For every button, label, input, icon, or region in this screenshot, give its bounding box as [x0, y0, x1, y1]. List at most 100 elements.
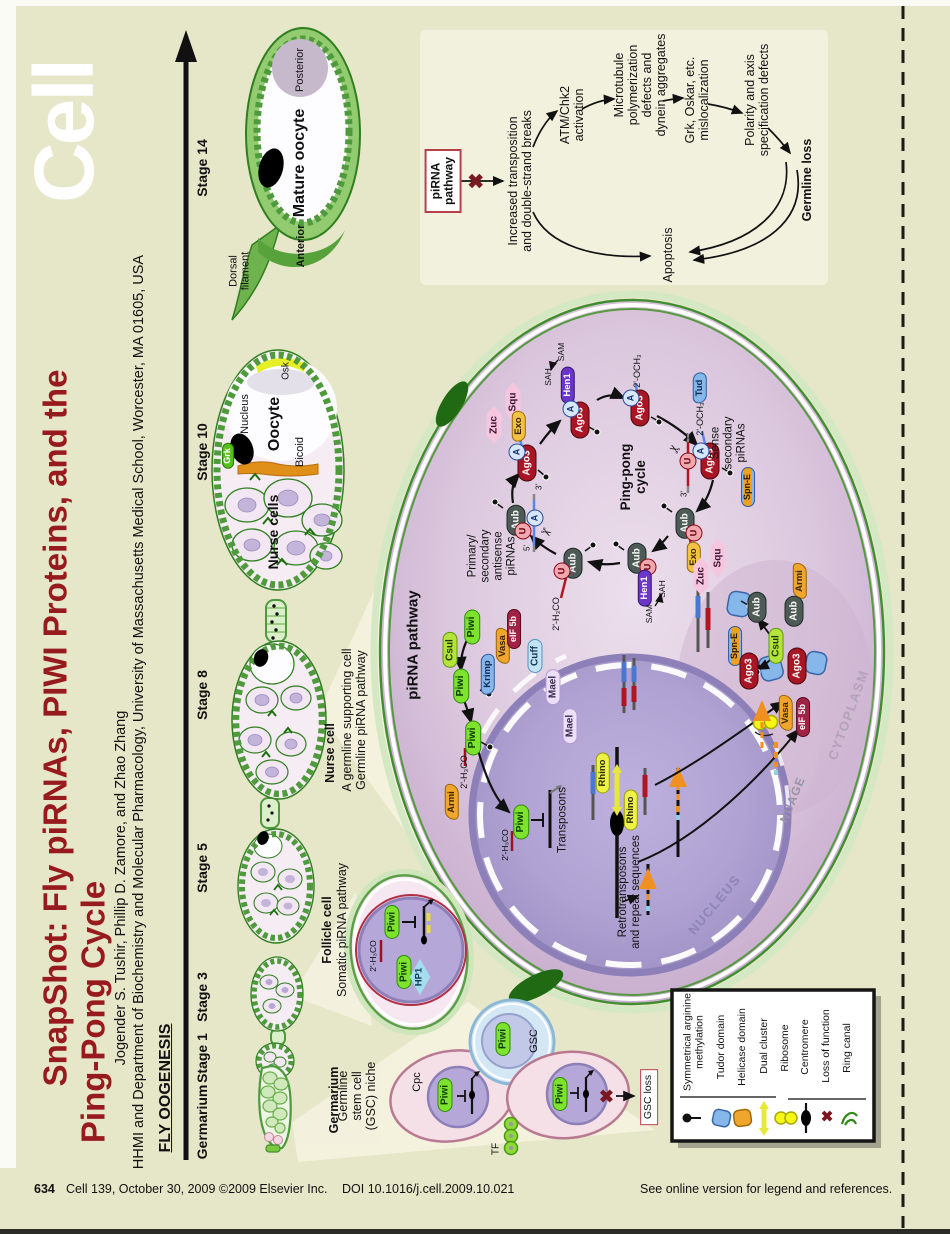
legend-tudor: Tudor domain	[715, 1014, 728, 1080]
authors: Jogender S. Tushir, Phillip D. Zamore, a…	[112, 710, 129, 1066]
germarium-structure	[258, 1064, 292, 1153]
stage-label-10: Stage 10	[194, 423, 211, 481]
fly-oogenesis-heading: FLY OOGENESIS	[157, 1023, 175, 1153]
follicle-callout-sub: Somatic piRNA pathway	[335, 862, 349, 998]
page-title-line2: Ping-Pong Cycle	[74, 880, 112, 1144]
footer-citation: Cell 139, October 30, 2009 ©2009 Elsevie…	[66, 1182, 328, 1196]
nt-u-4: U	[679, 452, 697, 470]
page-title-line1: SnapShot: Fly piRNAs, PIWI Proteins, and…	[36, 369, 74, 1087]
follicle-callout-title: Follicle cell	[320, 896, 334, 964]
masthead-logo: Cell	[16, 60, 111, 204]
ping-pong-cycle-label: Ping-pong cycle	[617, 443, 648, 511]
csul-chip-2: Csul	[768, 628, 784, 664]
piwi-chip-b: Piwi	[453, 668, 469, 704]
vasa-chip-2: Vasa	[778, 695, 794, 731]
nt-u-7: U	[553, 562, 571, 580]
three-prime-l: 3'	[534, 484, 544, 490]
piwi-chip-g3: Piwi	[552, 1076, 568, 1112]
footer-doi: DOI 10.1016/j.cell.2009.10.021	[342, 1182, 515, 1196]
stage3-chamber	[250, 956, 304, 1032]
cpc-label: Cpc	[410, 1072, 423, 1092]
antisense-pirnas-label: Primary/ secondary antisense piRNAs	[466, 529, 517, 583]
osk-label: Osk	[280, 362, 292, 380]
methyl-label-bl: 2'-H₃CO	[550, 597, 561, 631]
mael-chip-1: Mael	[545, 668, 561, 706]
methyl-label-tr: 2'-OCH₃	[631, 354, 642, 388]
ago3-chip-n2: Ago3	[787, 647, 807, 685]
posterior-label: Posterior	[293, 47, 306, 93]
top-flowchart-panel	[420, 30, 828, 285]
oocyte-nucleus-label: Nucleus	[238, 394, 251, 434]
exo-chip-1: Exo	[511, 410, 527, 442]
sah-label-bottom: SAH	[657, 580, 668, 598]
legend-loss: Loss of function	[820, 1009, 833, 1083]
piwi-chip-c: Piwi	[465, 720, 481, 756]
armi-chip-2: Armi	[792, 563, 808, 599]
cuff-chip: Cuff	[527, 639, 543, 673]
transposons-label: Transposons	[556, 786, 569, 854]
germarium-callout-sub: Germline stem cell (GSC) niche	[336, 1061, 378, 1131]
aub-chip-n2: Aub	[784, 595, 804, 627]
grk-chip: Grk	[222, 443, 234, 469]
legend-loss-icon: ✖	[820, 1108, 834, 1126]
pirna-pathway-box: piRNA pathway	[424, 148, 462, 214]
stage10-chamber	[211, 349, 345, 591]
methyl-label-nucleus: 2'-H₃CO	[500, 829, 511, 861]
methyl-label-follicle: 2'-H₃CO	[368, 940, 379, 972]
hen1-chip-bottom: Hen1	[637, 569, 653, 607]
stage-label-1: Stage 1	[194, 1033, 211, 1083]
sah-label-top: SAH	[543, 368, 554, 386]
anterior-label: Anterior	[294, 224, 307, 268]
nurse-cell-callout-title: Nurse cell	[323, 723, 337, 783]
flow-microtubule: Microtubule polymerization defects and d…	[612, 33, 668, 137]
ago3-chip-n1: Ago3	[739, 652, 759, 690]
terminal-filament	[503, 1116, 519, 1156]
oocyte-label: Oocyte	[266, 396, 284, 452]
gsc-label: GSC	[527, 1029, 540, 1053]
loss-x-flow: ✖	[465, 172, 488, 190]
nt-a-1: A	[508, 443, 526, 461]
five-prime-l: 5'	[522, 545, 532, 551]
tud-chip-1: Tud	[692, 372, 708, 404]
tf-label: TF	[490, 1142, 502, 1156]
nt-a-2: A	[562, 400, 580, 418]
flowchart-arrows	[458, 93, 800, 264]
flow-atm: ATM/Chk2 activation	[558, 85, 586, 145]
nt-u-5: U	[685, 524, 703, 542]
piwi-chip-g1: Piwi	[437, 1077, 453, 1113]
stage14-mature-oocyte	[231, 27, 361, 321]
legend-helicase: Helicase domain	[736, 1008, 749, 1086]
footer-online-note: See online version for legend and refere…	[640, 1182, 893, 1196]
five-prime-r: 5'	[685, 433, 695, 439]
flow-increased: Increased transposition and double-stran…	[506, 110, 534, 252]
piwi-chip-nucleus: Piwi	[513, 804, 529, 840]
piwi-chip-g2: Piwi	[495, 1021, 511, 1057]
csul-chip-1: Csul	[442, 632, 458, 668]
stage-label-5: Stage 5	[194, 843, 211, 893]
stage-label-14: Stage 14	[194, 139, 211, 197]
pirna-pathway-cell-label: piRNA pathway	[404, 590, 422, 700]
piwi-chip-f2: Piwi	[396, 954, 412, 990]
legend-symmetrical: Symmetrical arginine methylation	[681, 992, 705, 1092]
stage8-chamber	[231, 640, 327, 800]
retrotransposons-label: Retrotransposons and repeat sequences	[617, 835, 642, 949]
stage5-chamber	[237, 828, 315, 944]
gsc-loss-box: GSC loss	[640, 1068, 658, 1126]
flow-polarity: Polarity and axis specification defects	[743, 43, 771, 157]
sense-pirnas-label: Sense secondary piRNAs	[709, 416, 748, 470]
oogenesis-axis-arrow	[175, 30, 197, 1160]
flow-grk-oskar: Grk, Oskar, etc. mislocalization	[683, 56, 711, 144]
mature-oocyte-label: Mature oocyte	[291, 108, 309, 218]
stage-label-8: Stage 8	[194, 670, 211, 720]
rhino-chip-1: Rhino	[595, 752, 611, 794]
nurse-cell-callout-sub: A germline supporting cell Germline piRN…	[340, 648, 368, 792]
piwi-chip-a: Piwi	[464, 609, 480, 645]
legend-dual-cluster: Dual cluster	[758, 1018, 771, 1074]
bicoid-label: Bicoid	[293, 437, 306, 467]
methyl-label-chain: 2'-H₃CO	[458, 755, 469, 789]
nurse-cells-label: Nurse cells	[265, 494, 282, 570]
legend-ribosome: Ribosome	[779, 1024, 792, 1072]
legend-ring-canal: Ring canal	[841, 1023, 854, 1073]
